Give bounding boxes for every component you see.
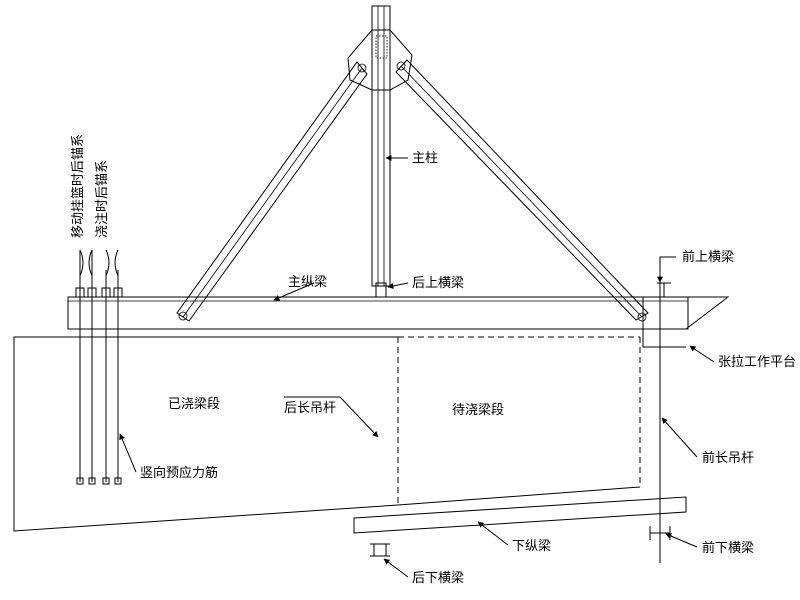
main-column-label: 主柱	[412, 151, 438, 166]
rear-upper-cross-beam-label: 后上横梁	[412, 276, 464, 291]
leader-lines	[119, 155, 715, 578]
tensioning-platform-shape	[642, 296, 730, 348]
rear-anchor-bars	[75, 249, 123, 485]
top-gusset-plate	[347, 29, 413, 91]
segment-to-cast-label: 待浇梁段	[452, 403, 504, 418]
tensioning-platform-label: 张拉工作平台	[718, 355, 796, 370]
rear-long-hanger-pointer	[284, 396, 379, 438]
cast-segment-outline	[13, 336, 399, 532]
cast-segment-label: 已浇梁段	[168, 397, 220, 412]
lower-longitudinal-beam	[353, 496, 687, 534]
rear-lower-cross-beam-label: 后下横梁	[412, 571, 464, 586]
anchor-pouring-label: 浇注时后锚系	[95, 160, 110, 238]
front-upper-cross-beam	[657, 282, 671, 298]
front-long-hanger-label: 前长吊杆	[702, 450, 754, 466]
right-diagonal-strut	[395, 59, 649, 322]
rear-long-hanger-label: 后长吊杆	[284, 401, 336, 416]
rear-upper-cross-beam	[375, 282, 387, 298]
front-lower-cross-beam-label: 前下横梁	[702, 540, 754, 556]
anchor-moving-label: 移动挂篮时后锚系	[71, 134, 86, 238]
main-column	[371, 5, 391, 287]
main-longitudinal-beam-label: 主纵梁	[288, 275, 327, 290]
left-diagonal-strut	[176, 61, 368, 322]
main-longitudinal-beam	[67, 296, 689, 330]
rear-lower-cross-beam	[370, 543, 390, 557]
vertical-prestress-bars-label: 竖向预应力筋	[140, 465, 218, 481]
front-upper-cross-beam-label: 前上横梁	[682, 249, 734, 265]
text-labels: 主柱 主纵梁 后上横梁 前上横梁 张拉工作平台 前长吊杆 前下横梁 下纵梁 后下…	[71, 134, 796, 586]
lower-longitudinal-beam-label: 下纵梁	[512, 539, 551, 554]
segment-to-cast-outline	[397, 336, 641, 506]
